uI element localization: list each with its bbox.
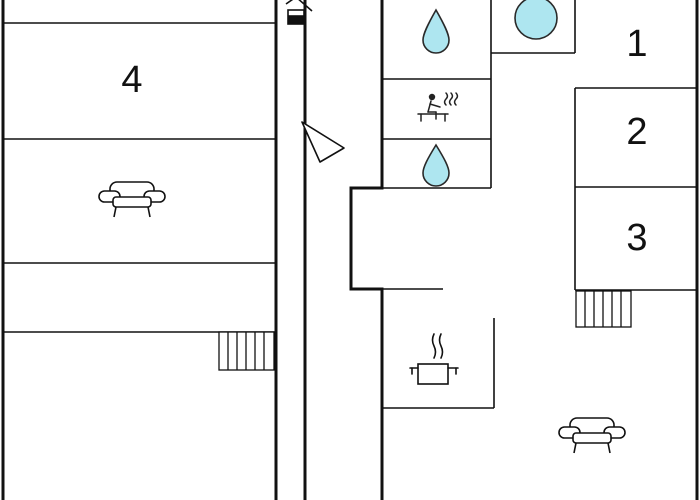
direction-triangle-icon [301, 121, 345, 163]
stairs-icon [575, 290, 632, 328]
sauna-icon [417, 92, 459, 122]
kitchen-pot-icon [409, 333, 459, 385]
sofa-icon [98, 181, 166, 218]
room-number-3: 3 [626, 217, 647, 259]
room-number-1: 1 [626, 23, 647, 65]
room-number-2: 2 [626, 111, 647, 153]
wall-center-left [349, 0, 384, 500]
water-drop-icon [422, 143, 450, 187]
room-number-4: 4 [121, 59, 142, 101]
whirlpool-icon [514, 0, 558, 40]
stairs-icon [218, 331, 275, 371]
fireplace-icon [285, 0, 313, 25]
sofa-icon [558, 417, 626, 454]
water-drop-icon [422, 8, 450, 54]
partition-walls [3, 0, 697, 409]
